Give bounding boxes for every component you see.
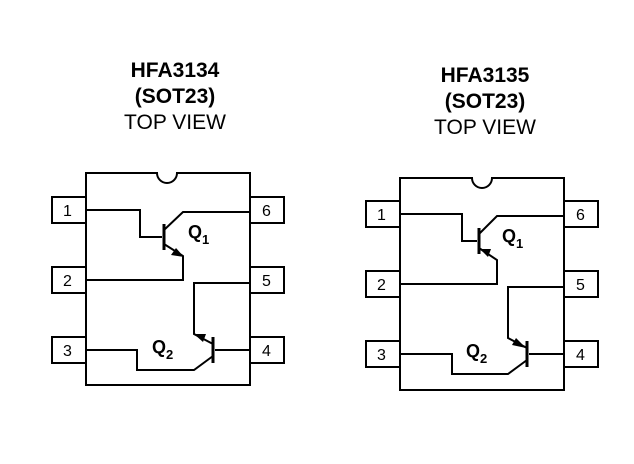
view-label: TOP VIEW xyxy=(124,111,226,134)
pin-label-1: 1 xyxy=(377,207,386,224)
transistor-q1 xyxy=(400,213,564,285)
hfa3134-title: HFA3134 (SOT23) TOP VIEW xyxy=(60,58,290,136)
pin-6 xyxy=(563,200,599,228)
hfa3135-title: HFA3135 (SOT23) TOP VIEW xyxy=(370,63,600,141)
package-body xyxy=(85,172,251,386)
q1-label: Q1 xyxy=(188,222,209,247)
pin-label-4: 4 xyxy=(262,343,271,360)
pin-label-5: 5 xyxy=(576,277,585,294)
pin-5 xyxy=(563,270,599,298)
pin-label-6: 6 xyxy=(262,203,271,220)
pin-6 xyxy=(249,196,285,224)
pin-label-2: 2 xyxy=(63,273,72,290)
pin-label-4: 4 xyxy=(576,347,585,364)
hfa3134-package xyxy=(51,172,285,386)
q2-label: Q2 xyxy=(152,337,173,362)
package-body xyxy=(399,177,565,391)
pin-label-6: 6 xyxy=(576,207,585,224)
transistor-q1 xyxy=(86,209,250,281)
pin-label-3: 3 xyxy=(63,343,72,360)
q2-label: Q2 xyxy=(466,341,487,366)
pin-5 xyxy=(249,266,285,294)
package-type: (SOT23) xyxy=(134,85,216,108)
package-type: (SOT23) xyxy=(444,90,526,113)
transistor-q2 xyxy=(400,286,564,375)
pin-label-5: 5 xyxy=(262,273,271,290)
pin-label-2: 2 xyxy=(377,277,386,294)
pin-label-3: 3 xyxy=(377,347,386,364)
transistor-q2 xyxy=(86,282,250,371)
hfa3135-package xyxy=(365,177,599,391)
part-number: HFA3134 xyxy=(130,59,220,82)
pin-label-1: 1 xyxy=(63,203,72,220)
view-label: TOP VIEW xyxy=(434,116,536,139)
q1-label: Q1 xyxy=(502,226,523,251)
part-number: HFA3135 xyxy=(440,64,530,87)
